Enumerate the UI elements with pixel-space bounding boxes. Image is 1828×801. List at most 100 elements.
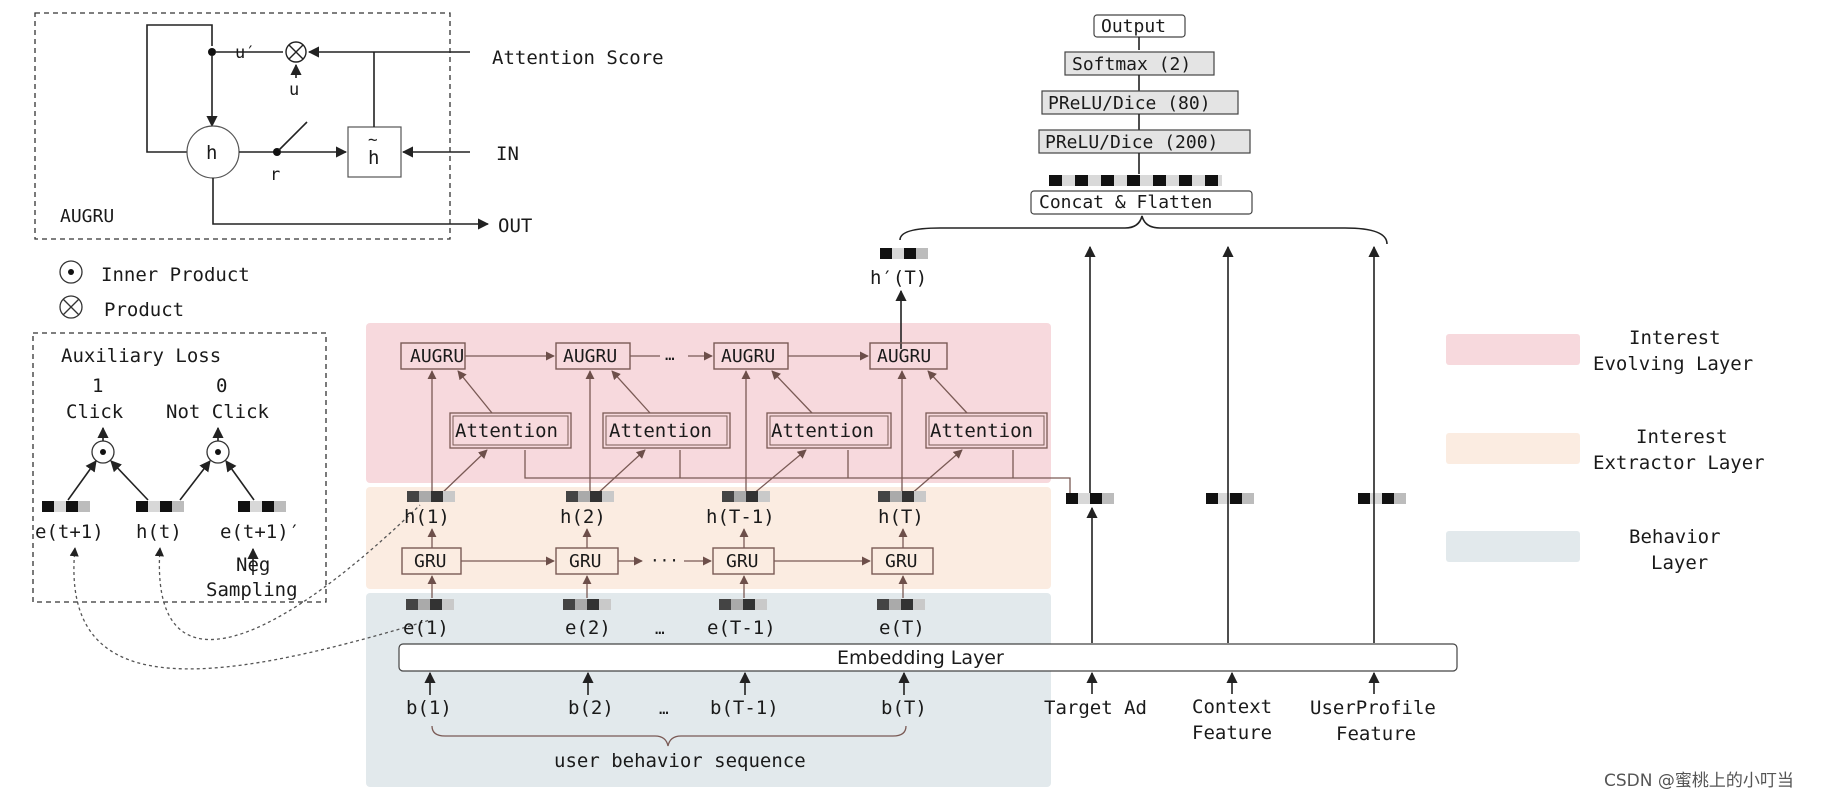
sequence-brace [431,725,907,747]
attention-score-label: Attention Score [492,47,664,69]
behavior-legend-line1: Behavior [1629,526,1721,548]
embedding-layer-label: Embedding Layer [837,647,1004,669]
sampling-label: Sampling [206,579,298,601]
dashed-link-h [154,504,421,641]
profile-label-1: UserProfile [1310,697,1436,719]
behavior-legend-swatch [1446,531,1580,562]
not-click-label: Not Click [166,401,270,423]
e-vector-1 [406,599,454,610]
profile-vector [1358,493,1406,504]
target-ad-vector [1066,493,1114,504]
output-label: Output [1101,16,1166,37]
h-label-3: h(T-1) [706,506,775,528]
gru-label-3: GRU [726,551,759,572]
h-prime-vector [880,248,928,259]
extractor-legend-swatch [1446,433,1580,464]
inner-product-label: Inner Product [101,264,250,286]
augru-label-1: AUGRU [410,346,464,367]
tilde-mark: ~ [368,130,378,149]
e-t1-neg-label: e(t+1)′ [220,521,300,543]
h-t-label: h(t) [136,521,182,543]
profile-label-2: Feature [1336,723,1416,745]
augru-box-4 [869,342,948,370]
gru-ellipsis: ··· [650,551,679,570]
side-features: Target Ad Context Feature UserProfile Fe… [1044,245,1436,745]
concat-brace [899,215,1388,245]
sequence-label: user behavior sequence [554,750,806,772]
neg-label: Neg [236,554,270,576]
operator-legend: Inner Product Product [59,260,250,321]
h-prime-label: h′(T) [870,267,927,289]
h-vector-1 [407,491,455,502]
auxiliary-loss-frame [32,332,327,603]
behavior-layer: e(1) e(2) e(T-1) e(T) … Embedding Layer … [398,599,1458,772]
e-label-4: e(T) [879,617,925,639]
b-label-1: b(1) [406,697,452,719]
dashed-link-e [69,547,431,670]
b-label-2: b(2) [568,697,614,719]
prelu200-box [1038,129,1251,154]
e-vector-2 [563,599,611,610]
augru-label-3: AUGRU [721,346,775,367]
e-label-2: e(2) [565,617,611,639]
context-vector [1206,493,1254,504]
attention-label-1: Attention [455,420,558,442]
concat-vector [1049,175,1222,186]
extractor-legend-line2: Extractor Layer [1593,452,1765,474]
e-t1-label: e(t+1) [35,521,104,543]
h-tilde-label: h [368,147,379,169]
u-prime-label: u′ [235,43,255,63]
h-label-2: h(2) [560,506,606,528]
b-ellipsis: … [659,699,669,718]
b-label-4: b(T) [881,697,927,719]
output-stack: Output Softmax (2) PReLU/Dice (80) PReLU… [870,14,1388,349]
attention-label-2: Attention [609,420,712,442]
interest-evolving-layer: AUGRU AUGRU AUGRU AUGRU … Attention Atte… [400,342,1071,496]
target-ad-label: Target Ad [1044,697,1147,719]
attention-box-3 [766,412,892,449]
click-value: 1 [92,375,103,397]
not-click-value: 0 [216,375,227,397]
e-label-1: e(1) [403,617,449,639]
softmax-label: Softmax (2) [1072,54,1191,75]
embedding-layer-box [398,643,1458,672]
augru-cell-frame [34,12,451,240]
gru-label-4: GRU [885,551,918,572]
watermark: CSDN @蜜桃上的小叮当 [1604,771,1794,791]
evolving-legend-swatch [1446,334,1580,365]
e-t1-vector [42,501,90,512]
behavior-legend-line2: Layer [1651,552,1708,574]
concat-box [1030,190,1253,215]
augru-label-4: AUGRU [877,346,931,367]
h-t-vector [136,501,184,512]
u-label: u [289,80,299,100]
prelu80-label: PReLU/Dice (80) [1048,93,1211,114]
h-label-1: h(1) [404,506,450,528]
e-vector-3 [719,599,767,610]
augru-cell-panel: u′ u Attention Score h r h ~ IN OUT AUGR… [34,12,664,240]
out-label: OUT [498,215,532,237]
e-t1-neg-vector [238,501,286,512]
click-label: Click [66,401,124,423]
evolving-legend-line1: Interest [1629,327,1721,349]
h-vector-2 [566,491,614,502]
augru-ellipsis: … [665,345,675,364]
interest-extractor-layer-bg [366,487,1051,589]
concat-label: Concat & Flatten [1039,192,1212,213]
interest-evolving-layer-bg [366,323,1051,483]
augru-cell-title: AUGRU [60,206,114,227]
r-label: r [270,165,280,185]
e-vector-4 [877,599,925,610]
layer-legend: Interest Evolving Layer Interest Extract… [1446,327,1765,574]
behavior-layer-bg [366,593,1051,787]
attention-label-3: Attention [771,420,874,442]
attention-label-4: Attention [930,420,1033,442]
attention-box-4 [925,412,1048,449]
e-label-3: e(T-1) [707,617,776,639]
auxiliary-loss-title: Auxiliary Loss [61,345,221,367]
extractor-legend-line1: Interest [1636,426,1728,448]
prelu200-label: PReLU/Dice (200) [1045,132,1218,153]
evolving-legend-line2: Evolving Layer [1593,353,1753,375]
product-label: Product [104,299,184,321]
